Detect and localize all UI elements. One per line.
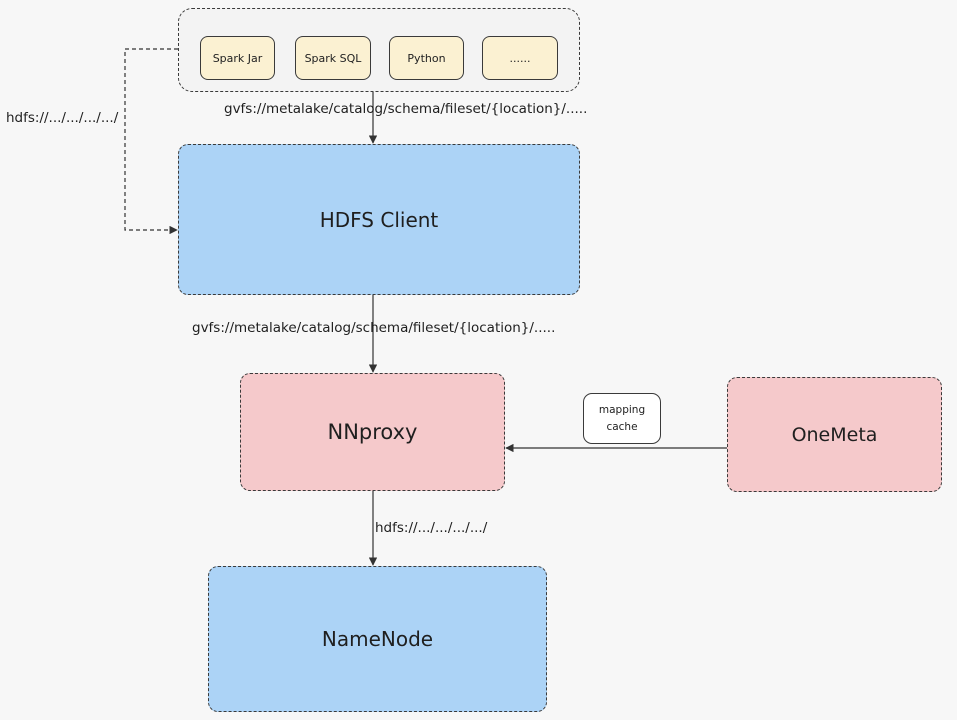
source-python: Python: [389, 36, 464, 80]
mapping-cache-box: mapping cache: [583, 393, 661, 444]
source-more: ......: [482, 36, 558, 80]
dashed-bypass-path: [124, 48, 178, 235]
label-client-to-nnproxy: gvfs://metalake/catalog/schema/fileset/{…: [192, 320, 556, 336]
onemeta-node: OneMeta: [727, 377, 942, 492]
label-bypass-path: hdfs://.../.../.../.../: [6, 110, 119, 126]
onemeta-label: OneMeta: [791, 423, 878, 446]
source-spark-jar: Spark Jar: [200, 36, 275, 80]
mapping-cache-line1: mapping: [598, 404, 646, 416]
hdfs-client-label: HDFS Client: [319, 207, 439, 232]
label-nnproxy-to-namenode: hdfs://.../.../.../.../: [375, 520, 488, 536]
source-spark-sql: Spark SQL: [295, 36, 371, 80]
namenode-label: NameNode: [321, 627, 434, 651]
mapping-cache-line2: cache: [606, 421, 638, 433]
hdfs-client-node: HDFS Client: [178, 144, 580, 295]
nnproxy-node: NNproxy: [240, 373, 505, 491]
nnproxy-label: NNproxy: [327, 420, 418, 444]
compute-engines-group: Spark Jar Spark SQL Python ......: [178, 8, 580, 92]
namenode-node: NameNode: [208, 566, 547, 712]
label-sources-to-client: gvfs://metalake/catalog/schema/fileset/{…: [224, 101, 588, 117]
